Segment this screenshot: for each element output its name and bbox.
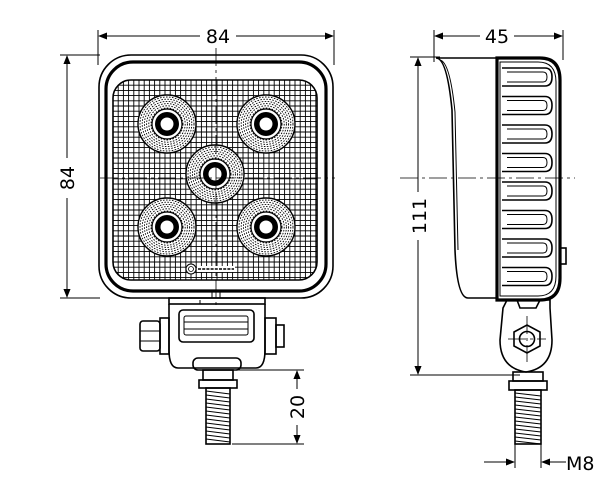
side-stud xyxy=(508,371,548,445)
cooling-fin xyxy=(502,67,553,87)
side-bracket xyxy=(499,299,553,373)
thread-dimension: M8 xyxy=(484,444,594,475)
side-housing xyxy=(495,56,562,302)
brand-logo xyxy=(185,263,235,275)
cooling-fin xyxy=(502,238,553,258)
side-height-label: 111 xyxy=(409,198,431,234)
thread-label: M8 xyxy=(566,453,594,475)
side-width-dimension: 45 xyxy=(433,24,564,62)
cooling-fin xyxy=(502,209,553,230)
side-view: 45 111 xyxy=(400,24,594,475)
front-width-dimension: 84 xyxy=(97,24,335,65)
led-reflector xyxy=(185,144,245,204)
led-reflector xyxy=(236,197,296,257)
mounting-bracket xyxy=(139,297,285,369)
side-lens-profile xyxy=(435,57,498,299)
bolt-length-dimension: 20 xyxy=(232,369,309,445)
cooling-fin xyxy=(502,181,553,201)
side-width-label: 45 xyxy=(485,26,509,48)
led-reflector xyxy=(137,94,197,154)
cooling-fin xyxy=(502,266,553,287)
cooling-fin xyxy=(502,124,553,144)
led-reflector xyxy=(137,197,197,257)
front-height-label: 84 xyxy=(57,166,79,190)
front-view: 84 84 xyxy=(56,24,335,445)
front-height-dimension: 84 xyxy=(56,54,100,299)
led-reflectors xyxy=(137,94,296,257)
front-width-label: 84 xyxy=(206,26,230,48)
cooling-fin xyxy=(502,95,553,116)
side-height-dimension: 111 xyxy=(406,56,520,376)
cooling-fin xyxy=(502,152,553,173)
bolt-length-label: 20 xyxy=(287,395,309,419)
led-reflector xyxy=(236,94,296,154)
cooling-fins xyxy=(502,67,553,287)
mounting-stud xyxy=(192,357,242,445)
